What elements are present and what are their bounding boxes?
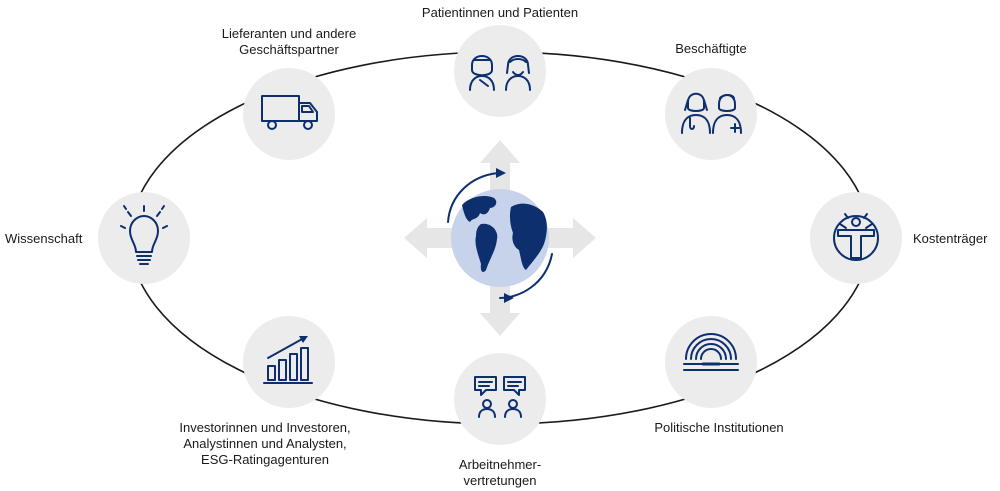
node-works-council: [454, 353, 546, 445]
label-works-council: Arbeitnehmer- vertretungen: [458, 457, 542, 488]
label-patients: Patientinnen und Patienten: [421, 5, 579, 20]
globe-icon: [447, 168, 553, 303]
patients-icon: [469, 55, 531, 91]
parliament-icon: [683, 333, 739, 371]
lightbulb-icon: [120, 205, 168, 265]
label-politics: Politische Institutionen: [654, 420, 784, 435]
vitruvian-icon: [833, 213, 879, 261]
truck-icon: [261, 95, 318, 130]
node-patients: [454, 25, 546, 117]
node-payers: [810, 192, 902, 284]
node-science: [98, 192, 190, 284]
node-suppliers: [243, 68, 335, 160]
dialogue-icon: [474, 376, 526, 418]
node-employees: [665, 68, 757, 160]
label-payers: Kostenträger: [913, 231, 988, 246]
node-investors: [243, 316, 335, 408]
medical-staff-icon: [681, 92, 742, 134]
label-suppliers: Lieferanten und andere Geschäftspartner: [221, 26, 357, 57]
label-investors: Investorinnen und Investoren, Analystinn…: [179, 420, 351, 467]
label-employees: Beschäftigte: [675, 41, 747, 56]
node-politics: [665, 316, 757, 408]
growth-chart-icon: [263, 336, 313, 384]
label-science: Wissenschaft: [5, 231, 83, 246]
